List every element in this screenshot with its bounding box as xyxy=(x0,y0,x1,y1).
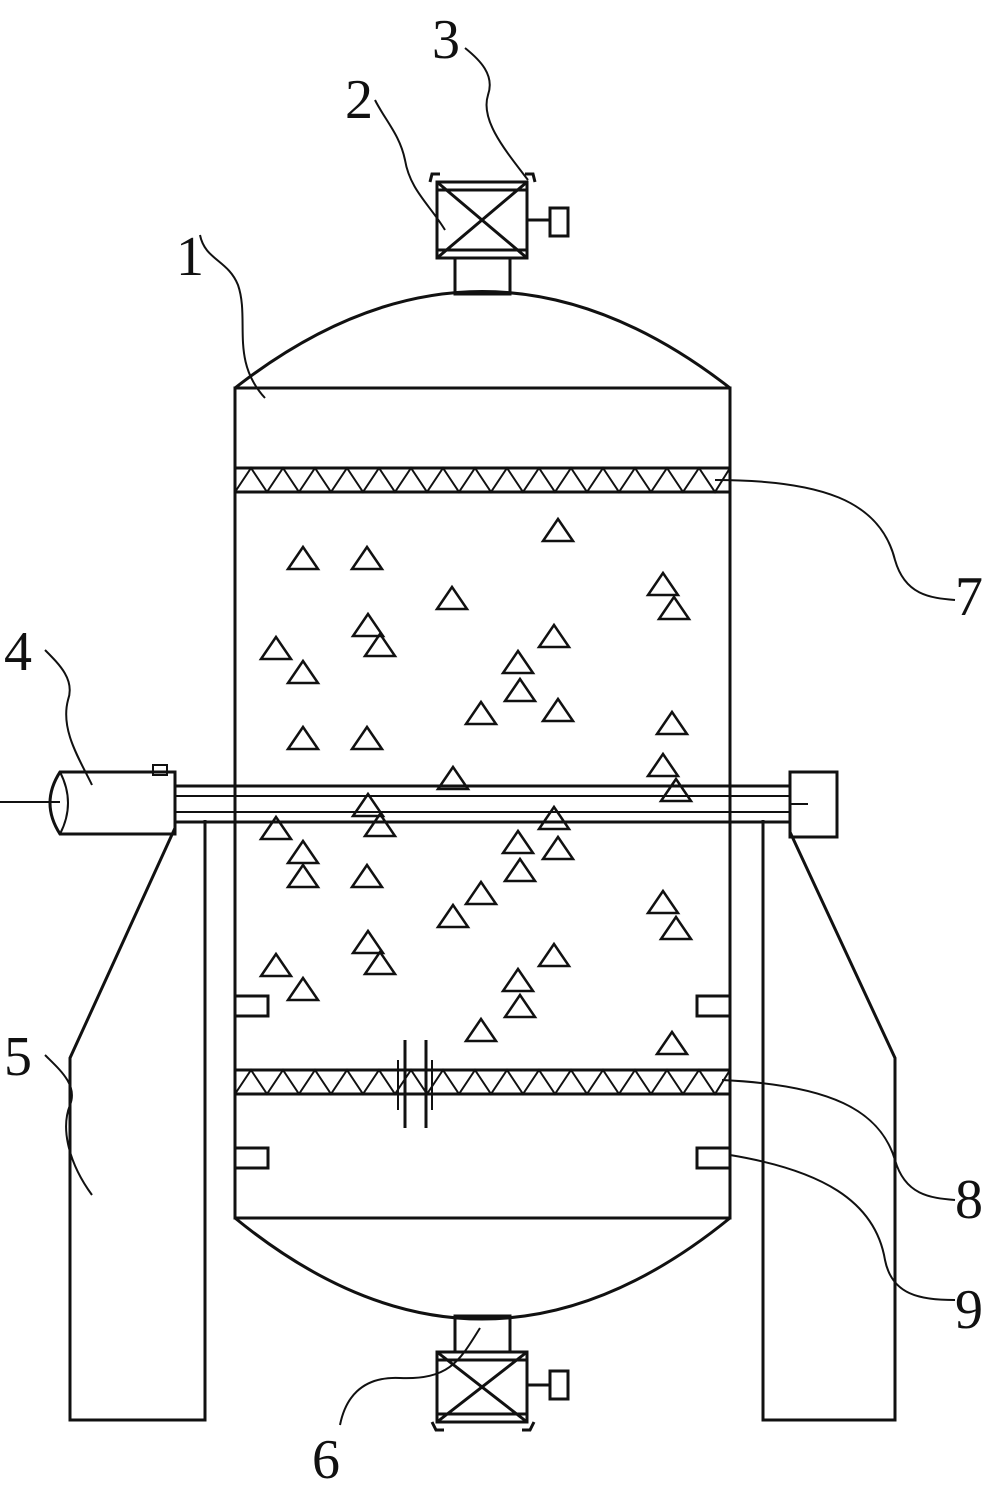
label-3: 3 xyxy=(432,9,460,71)
filler-particle xyxy=(362,949,398,976)
filler-particle xyxy=(536,622,572,649)
filler-particle xyxy=(500,828,536,855)
filler-particle xyxy=(540,834,576,861)
shaft-bearing-box xyxy=(788,770,839,839)
filler-particle xyxy=(536,941,572,968)
filler-particle xyxy=(536,804,572,831)
filler-particle xyxy=(285,724,321,751)
filler-particle xyxy=(285,658,321,685)
filler-particle xyxy=(502,856,538,883)
filler-particle xyxy=(285,838,321,865)
lower-screen-fitting xyxy=(397,1040,433,1128)
wall-brackets xyxy=(233,994,732,1170)
right-support-leg xyxy=(761,820,897,1422)
label-2: 2 xyxy=(345,69,373,131)
filler-particle xyxy=(658,914,694,941)
filler-particles xyxy=(258,516,694,1056)
filler-particle xyxy=(362,811,398,838)
lower-filter-screen xyxy=(234,1068,731,1096)
filler-particle xyxy=(285,975,321,1002)
top-valve-cap xyxy=(428,172,537,183)
bottom-pipe xyxy=(453,1314,512,1354)
filler-particle xyxy=(349,724,385,751)
filler-particle xyxy=(285,544,321,571)
bottom-valve xyxy=(430,1350,570,1432)
filler-particle xyxy=(540,516,576,543)
filler-particle xyxy=(500,966,536,993)
label-9: 9 xyxy=(955,1279,983,1341)
filler-particle xyxy=(463,1016,499,1043)
filler-particle xyxy=(463,699,499,726)
filler-particle xyxy=(502,676,538,703)
filler-particle xyxy=(350,791,386,818)
label-5: 5 xyxy=(4,1026,32,1088)
filler-particle xyxy=(645,888,681,915)
filler-particle xyxy=(500,648,536,675)
filler-particle xyxy=(258,814,294,841)
filler-particle xyxy=(645,570,681,597)
label-7: 7 xyxy=(955,566,983,628)
label-1: 1 xyxy=(176,226,204,288)
filler-particle xyxy=(654,709,690,736)
label-4: 4 xyxy=(4,621,32,683)
filler-particle xyxy=(645,751,681,778)
filler-particle xyxy=(349,544,385,571)
rotating-shaft xyxy=(0,784,808,824)
filler-particle xyxy=(658,776,694,803)
drive-motor xyxy=(48,764,177,836)
top-valve xyxy=(435,180,570,260)
vessel-body xyxy=(233,290,732,1321)
filler-particle xyxy=(362,631,398,658)
top-pipe xyxy=(453,256,512,296)
filler-particle xyxy=(502,992,538,1019)
filler-particle xyxy=(654,1029,690,1056)
upper-filter-screen xyxy=(234,466,731,494)
filler-particle xyxy=(285,862,321,889)
filler-particle xyxy=(350,928,386,955)
filler-particle xyxy=(435,902,471,929)
filler-particle xyxy=(350,611,386,638)
filler-particle xyxy=(258,951,294,978)
label-8: 8 xyxy=(955,1169,983,1231)
filler-particle xyxy=(463,879,499,906)
filler-particle xyxy=(349,862,385,889)
filler-particle xyxy=(258,634,294,661)
filler-particle xyxy=(540,696,576,723)
label-6: 6 xyxy=(312,1429,340,1486)
filler-particle xyxy=(434,584,470,611)
filler-particle xyxy=(435,764,471,791)
leader-lines xyxy=(44,47,956,1426)
left-support-leg xyxy=(68,820,207,1422)
filler-particle xyxy=(656,594,692,621)
